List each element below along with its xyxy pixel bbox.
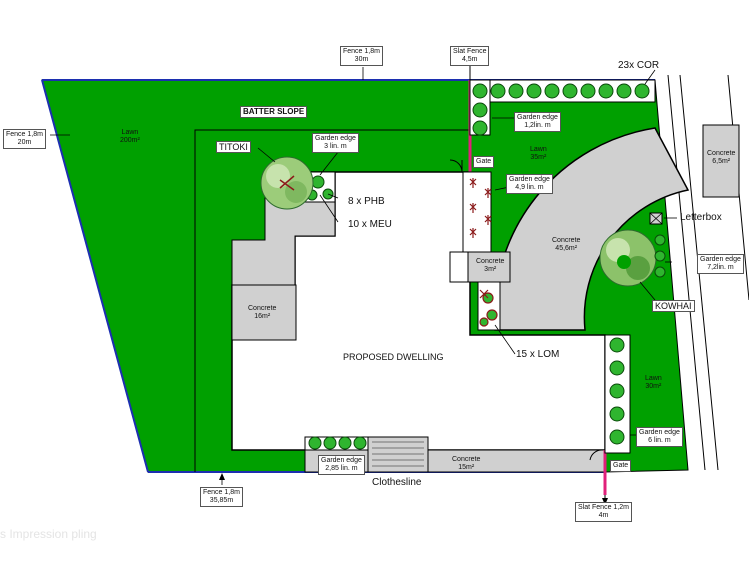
lawn-main-l1: Lawn: [121, 129, 139, 136]
slat-top-label-l1: Slat Fence: [453, 48, 487, 55]
lawn-small-l1: Lawn: [530, 146, 547, 153]
lawn-30-l2: 30m²: [645, 383, 662, 390]
garden-285-l1: Garden edge: [321, 457, 362, 464]
garden-72-l1: Garden edge: [700, 256, 741, 263]
tree-titoki: [260, 156, 314, 210]
slat-bottom-l2: 4m: [598, 512, 609, 519]
meu-label: 10 x MEU: [348, 219, 392, 230]
cor-label: 23x COR: [618, 60, 660, 71]
concrete-16-l1: Concrete: [248, 305, 277, 312]
tree-kowhai: [599, 229, 657, 287]
concrete-3-l2: 3m²: [484, 266, 497, 273]
concrete-pad-far: [702, 124, 740, 198]
concrete-15-l1: Concrete: [452, 456, 481, 463]
fence-bottom-l2: 35,85m: [209, 497, 234, 504]
gate-bottom-label: Gate: [610, 460, 632, 472]
concrete-16-l2: 16m²: [254, 313, 271, 320]
fence-bottom-l1: Fence 1,8m: [203, 489, 240, 496]
concrete-driveway: [493, 127, 690, 331]
batter-slope-line: [194, 129, 470, 472]
garden-right-top-l1: Garden edge: [517, 114, 558, 121]
slat-bottom-l1: Slat Fence 1,2m: [578, 504, 629, 511]
garden-49-l2: 4,9 lin. m: [515, 184, 544, 191]
fence-left-label-l2: 20m: [17, 139, 32, 146]
shrub-row-right: [609, 337, 625, 445]
titoki-label: TITOKI: [216, 141, 251, 153]
gate-bottom-icon: [589, 449, 603, 461]
garden-right-top-l2: 1,2lin. m: [524, 122, 551, 129]
garden-top-l1: Garden edge: [315, 135, 356, 142]
gate-top-label: Gate: [473, 156, 495, 168]
watermark-text: s Impression pling: [0, 527, 97, 541]
lawn-main-l2: 200m²: [120, 137, 140, 144]
concrete-drive-l2: 45,6m²: [555, 245, 578, 252]
concrete-drive-l1: Concrete: [552, 237, 581, 244]
shrub-kowhai-side: [654, 234, 666, 278]
shrub-lom: [479, 289, 498, 327]
concrete-far-l1: Concrete: [707, 150, 736, 157]
slat-top-label-l2: 4,5m: [461, 56, 478, 63]
concrete-3-l1: Concrete: [476, 258, 505, 265]
phb-label: 8 x PHB: [348, 196, 385, 207]
fence-left: [41, 79, 149, 473]
letterbox-label: Letterbox: [680, 212, 722, 223]
concrete-15-l2: 15m²: [458, 464, 475, 471]
garden-top-l2: 3 lin. m: [324, 143, 347, 150]
garden-6-l2: 6 lin. m: [648, 437, 671, 444]
batter-label: BATTER SLOPE: [240, 106, 308, 118]
fence-left-label-l1: Fence 1,8m: [6, 131, 43, 138]
lawn-small-l2: 35m²: [530, 154, 547, 161]
garden-72-l2: 7,2lin. m: [707, 264, 734, 271]
concrete-16-pad: [231, 284, 297, 341]
lawn-30-l1: Lawn: [645, 375, 662, 382]
garden-285-l2: 2,85 lin. m: [325, 465, 358, 472]
shrub-row-cor: [472, 83, 650, 136]
clothesline-label: Clothesline: [372, 477, 422, 488]
garden-6-l1: Garden edge: [639, 429, 680, 436]
lom-label: 15 x LOM: [516, 349, 560, 360]
fence-top-label-l2: 30m: [354, 56, 369, 63]
kowhai-label: KOWHAI: [652, 300, 695, 312]
shrub-row-285: [308, 436, 367, 450]
dwelling-label: PROPOSED DWELLING: [343, 352, 444, 362]
concrete-far-l2: 6,5m²: [712, 158, 731, 165]
garden-edge-49: [462, 171, 492, 253]
shrub-49: [469, 178, 492, 238]
garden-49-l1: Garden edge: [509, 176, 550, 183]
fence-top-label-l1: Fence 1,8m: [343, 48, 380, 55]
